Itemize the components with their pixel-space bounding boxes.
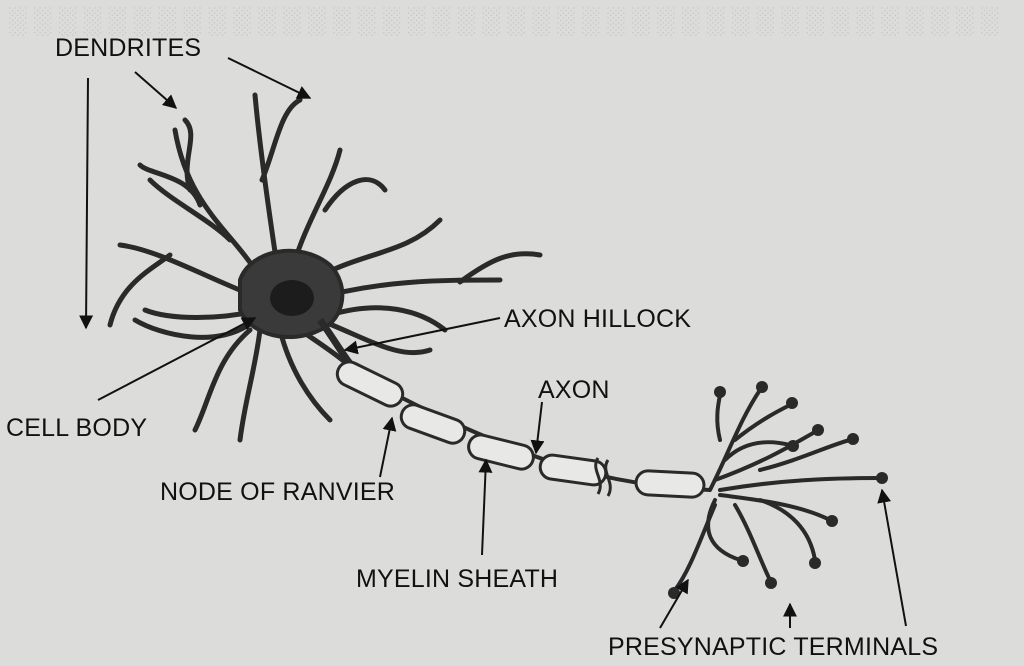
label-axon: AXON	[538, 376, 610, 404]
cell-body	[238, 248, 345, 339]
leader-lines	[79, 57, 907, 629]
axon-break-mark	[594, 457, 612, 497]
nucleus	[270, 280, 314, 316]
label-cell-body: CELL BODY	[6, 414, 147, 442]
terminal-knobs	[668, 381, 888, 599]
label-presynaptic-terminals: PRESYNAPTIC TERMINALS	[608, 633, 938, 661]
label-dendrites: DENDRITES	[55, 34, 201, 62]
label-node-of-ranvier: NODE OF RANVIER	[160, 478, 395, 506]
myelin-sheath	[335, 360, 706, 499]
label-myelin-sheath: MYELIN SHEATH	[356, 565, 558, 593]
presynaptic-terminals	[673, 388, 882, 592]
label-axon-hillock: AXON HILLOCK	[504, 305, 691, 333]
